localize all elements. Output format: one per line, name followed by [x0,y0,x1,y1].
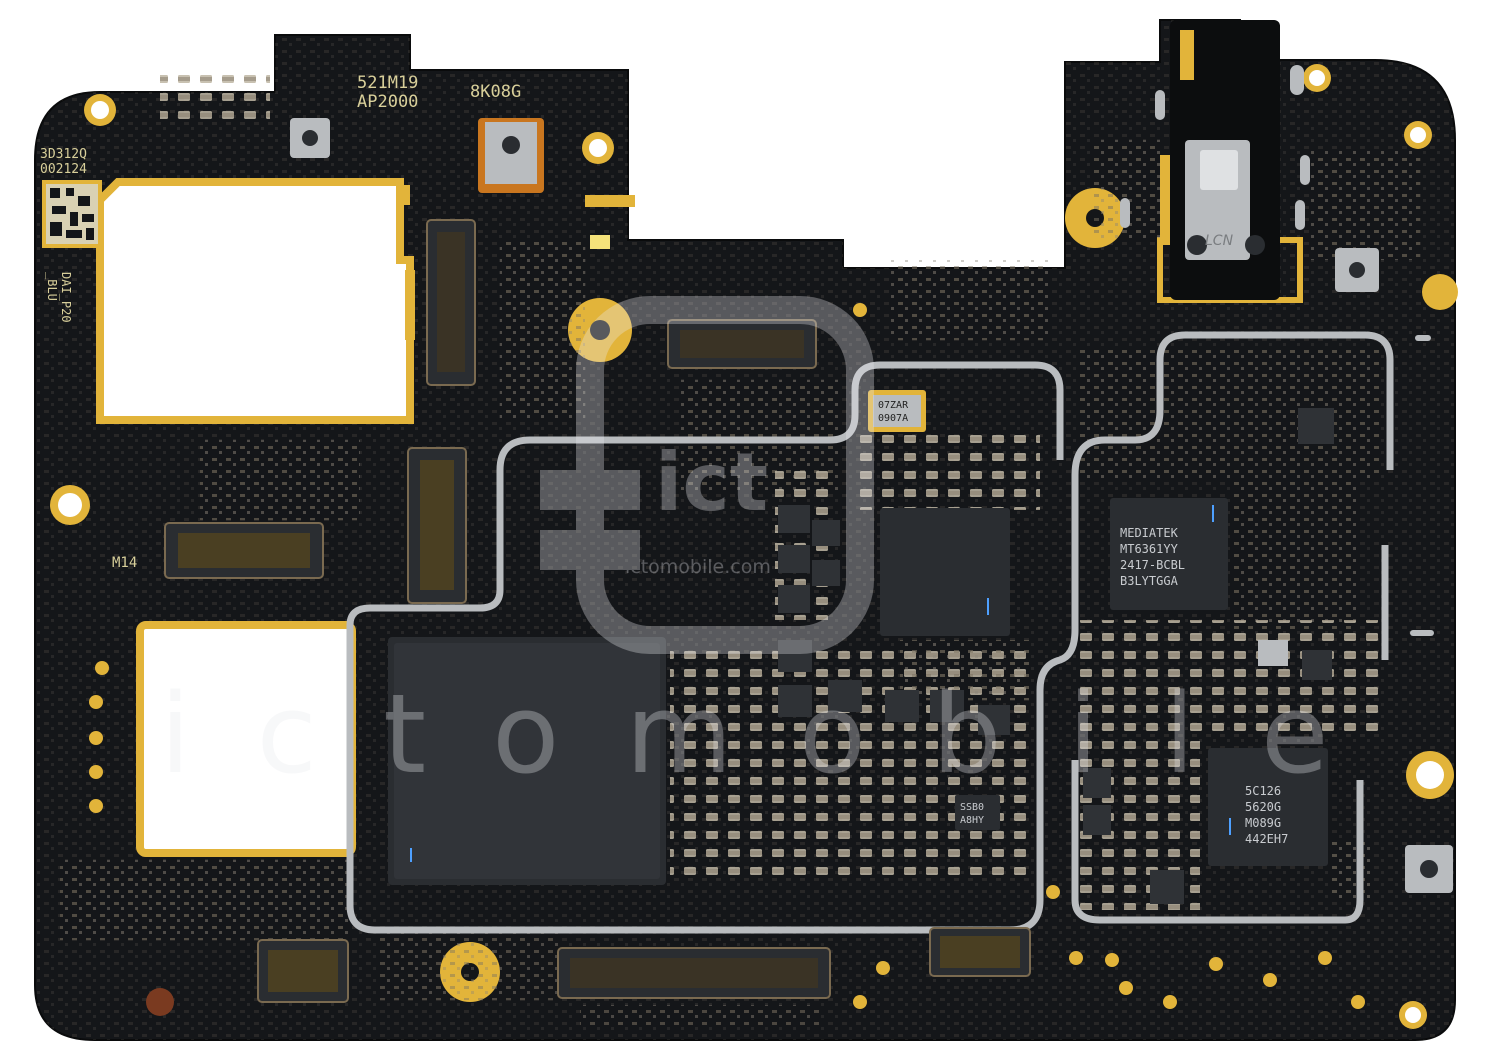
rf-line-1: 5C126 [1245,784,1281,798]
ic-chip-middle [880,508,1010,636]
connector-bottom-left [257,939,349,1003]
small-ic-line-1: SSB0 [960,802,984,813]
watermark: ict ictomobile.com ictomobile [160,296,1395,798]
pmic-chip: MEDIATEK MT6361YY 2417-BCBL B3LYTGGA [1110,498,1228,610]
headphone-jack: LCN [1170,20,1280,300]
connectors [164,219,1031,1003]
small-ic-line-2: A8HY [960,815,984,826]
pmic-line-1: MEDIATEK [1120,526,1179,540]
passive-components [60,75,1420,1025]
silk-side-2: _BLU [45,272,59,301]
silk-serial-1: 3D312Q [40,147,87,162]
rf-line-4: 442EH7 [1245,832,1288,846]
crystal-line-2: 0907A [878,413,908,424]
gold-pads [400,155,1303,340]
silk-m14: M14 [112,555,137,571]
watermark-site: ictomobile.com [625,556,771,578]
connector-bottom-center [557,947,831,999]
connector-top-left [426,219,476,386]
jack-pads [1120,65,1434,636]
crystal-line-1: 07ZAR [878,400,909,411]
test-points [89,303,1365,1009]
antenna-connectors [290,118,1453,893]
inductors [778,408,1334,904]
crystal-oscillator: 07ZAR 0907A [868,390,926,432]
small-ic: SSB0 A8HY [955,795,1000,830]
datamatrix-code [42,180,102,248]
rf-chip: 5C126 5620G M089G 442EH7 [1208,748,1328,866]
watermark-large: ictomobile [160,670,1395,798]
rf-line-2: 5620G [1245,800,1281,814]
watermark-logo-text: ict [655,436,768,529]
pmic-line-2: MT6361YY [1120,542,1179,556]
silk-side-1: DAI_P20 [59,272,73,323]
pmic-line-4: B3LYTGGA [1120,574,1179,588]
silk-serial-2: 002124 [40,162,87,177]
connector-top-center [667,319,817,369]
connector-m14 [164,522,324,579]
cutout-top-left [96,178,414,424]
silkscreen: 521M19 AP2000 8K08G 3D312Q 002124 DAI_P2… [40,73,521,571]
silk-code-3: 8K08G [470,82,521,102]
connector-left-vertical [407,447,467,604]
rf-line-3: M089G [1245,816,1281,830]
connector-bottom-right [929,927,1031,977]
jack-mark: LCN [1205,233,1234,249]
silk-code-2: AP2000 [357,92,418,112]
pmic-line-3: 2417-BCBL [1120,558,1185,572]
silk-code-1: 521M19 [357,73,418,93]
soc-chip [388,637,666,885]
